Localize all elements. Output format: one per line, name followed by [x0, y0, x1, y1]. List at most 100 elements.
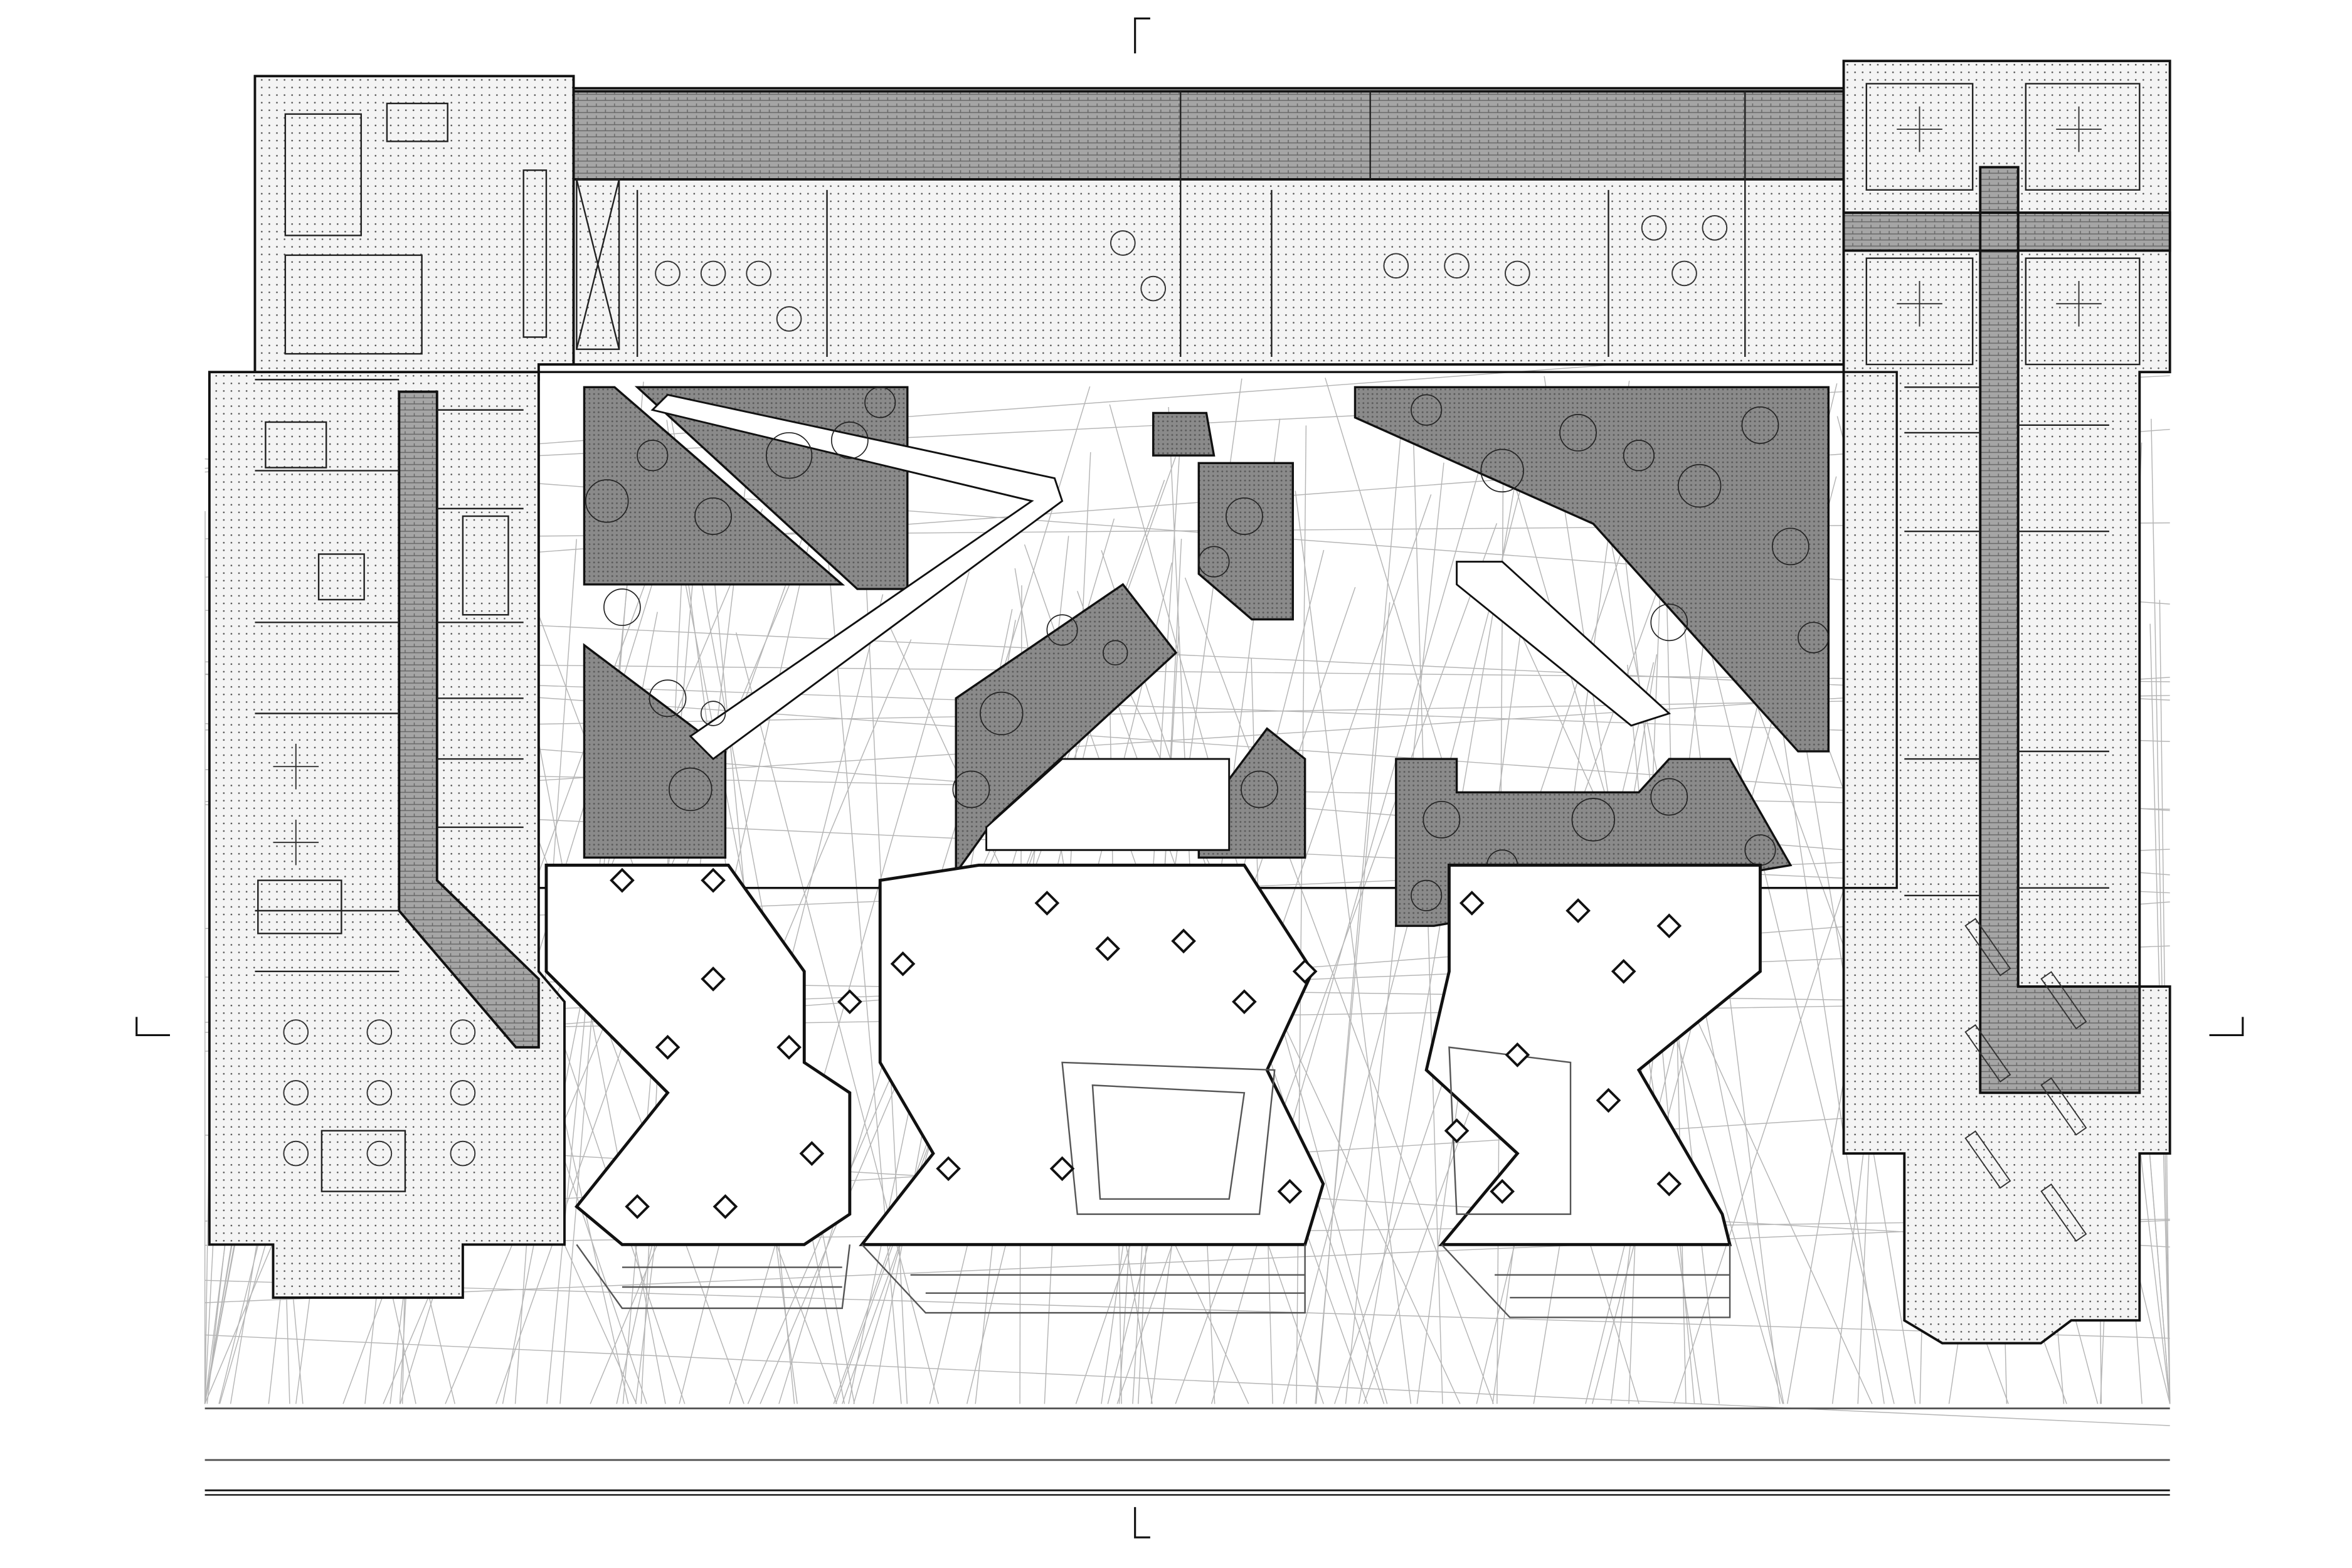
tree-icon	[700, 701, 726, 726]
table-icon	[450, 1019, 476, 1045]
workstation-icon	[2056, 280, 2102, 327]
column	[1656, 1171, 1682, 1197]
tree-icon	[765, 432, 813, 479]
column	[610, 867, 635, 893]
column	[1565, 898, 1591, 923]
planter-center	[955, 583, 1178, 876]
section-markers	[135, 17, 2244, 1539]
tree-icon	[980, 691, 1024, 736]
paving-line	[1679, 524, 1895, 1404]
tree-icon	[1198, 546, 1230, 578]
desk-icon	[1964, 918, 2011, 977]
left-top-block	[253, 75, 575, 381]
table-icon	[450, 1080, 476, 1106]
planter-center-small-a	[1152, 411, 1216, 457]
paving-line	[1345, 462, 1444, 1404]
tree-icon	[1241, 770, 1278, 808]
tree-icon	[1422, 800, 1461, 839]
column	[1292, 958, 1318, 984]
volume-east	[1424, 864, 1762, 1246]
table-icon	[366, 1080, 393, 1106]
desk-icon	[2040, 971, 2087, 1030]
section-marker-right	[2209, 1017, 2244, 1036]
room-partitions	[255, 83, 2141, 1192]
top-corridor	[572, 90, 1845, 181]
right-corridor	[1842, 166, 2171, 1094]
tree-icon	[1798, 622, 1830, 654]
workstation-icon	[2056, 106, 2102, 152]
tree-icon	[649, 679, 687, 718]
tree-icon	[830, 421, 869, 459]
column	[1444, 1118, 1470, 1143]
column	[1095, 936, 1120, 961]
table-icon	[1671, 260, 1697, 287]
tree-icon	[1480, 448, 1524, 493]
planter-w	[583, 643, 727, 859]
tree-icon	[637, 440, 669, 472]
column	[1049, 1156, 1075, 1182]
workstation-icon	[1897, 106, 1942, 152]
column	[799, 1141, 825, 1166]
tree-icon	[1411, 879, 1443, 911]
column	[1459, 891, 1485, 916]
column	[701, 967, 726, 992]
column	[1171, 928, 1196, 954]
desk-icon	[1964, 1024, 2011, 1083]
table-icon	[1110, 230, 1136, 256]
tree-icon	[1225, 497, 1263, 535]
section-marker-bottom	[1134, 1507, 1150, 1539]
paving-line	[204, 1334, 2170, 1426]
tree-icon	[1046, 614, 1078, 646]
planter-nw-lower	[583, 386, 845, 586]
column	[1232, 989, 1257, 1015]
tree-icon	[952, 770, 990, 808]
table-icon	[283, 1140, 309, 1167]
paving-line	[1184, 577, 1494, 1404]
tree-icon	[1571, 798, 1616, 842]
paving-line	[735, 632, 939, 1404]
desk-icon	[1964, 1130, 2011, 1189]
table-icon	[1702, 215, 1728, 241]
column	[936, 1156, 961, 1182]
table-icon	[366, 1140, 393, 1167]
volume-west	[544, 864, 852, 1246]
tree-icon	[864, 386, 896, 418]
table-icon	[700, 260, 726, 287]
column	[712, 1194, 738, 1219]
paving-line	[729, 571, 970, 1404]
tree-icon	[1559, 414, 1597, 452]
street-lines	[204, 1407, 2170, 1496]
column	[1656, 913, 1682, 939]
glass-facades	[576, 1046, 1731, 1318]
tree-icon	[1411, 394, 1443, 426]
building-outline	[208, 60, 2171, 1345]
column	[1596, 1088, 1621, 1113]
left-corridor	[398, 390, 540, 1049]
tree-icon	[669, 767, 712, 812]
workstation-icon	[1897, 280, 1942, 327]
tree-icon	[1771, 527, 1809, 566]
tree-icon	[1103, 640, 1128, 665]
table-icon	[655, 260, 681, 287]
section-marker-left	[135, 1017, 170, 1036]
workstation-icon	[273, 819, 319, 866]
column	[701, 867, 726, 893]
tree-icon	[1650, 778, 1688, 816]
table-icon	[283, 1019, 309, 1045]
column	[837, 989, 862, 1015]
paving-line	[1175, 523, 1498, 1404]
table-icon	[1444, 253, 1470, 279]
table-icon	[283, 1080, 309, 1106]
table-icon	[1383, 253, 1409, 279]
table-icon	[776, 306, 802, 332]
column	[890, 951, 916, 977]
tree-icon	[603, 588, 641, 627]
table-icon	[1641, 215, 1667, 241]
columns	[610, 867, 1682, 1219]
desk-icon	[2040, 1077, 2087, 1136]
paving-line	[204, 1279, 2170, 1339]
paving-line	[1315, 398, 1405, 1404]
column	[625, 1194, 650, 1219]
column	[776, 1034, 802, 1060]
